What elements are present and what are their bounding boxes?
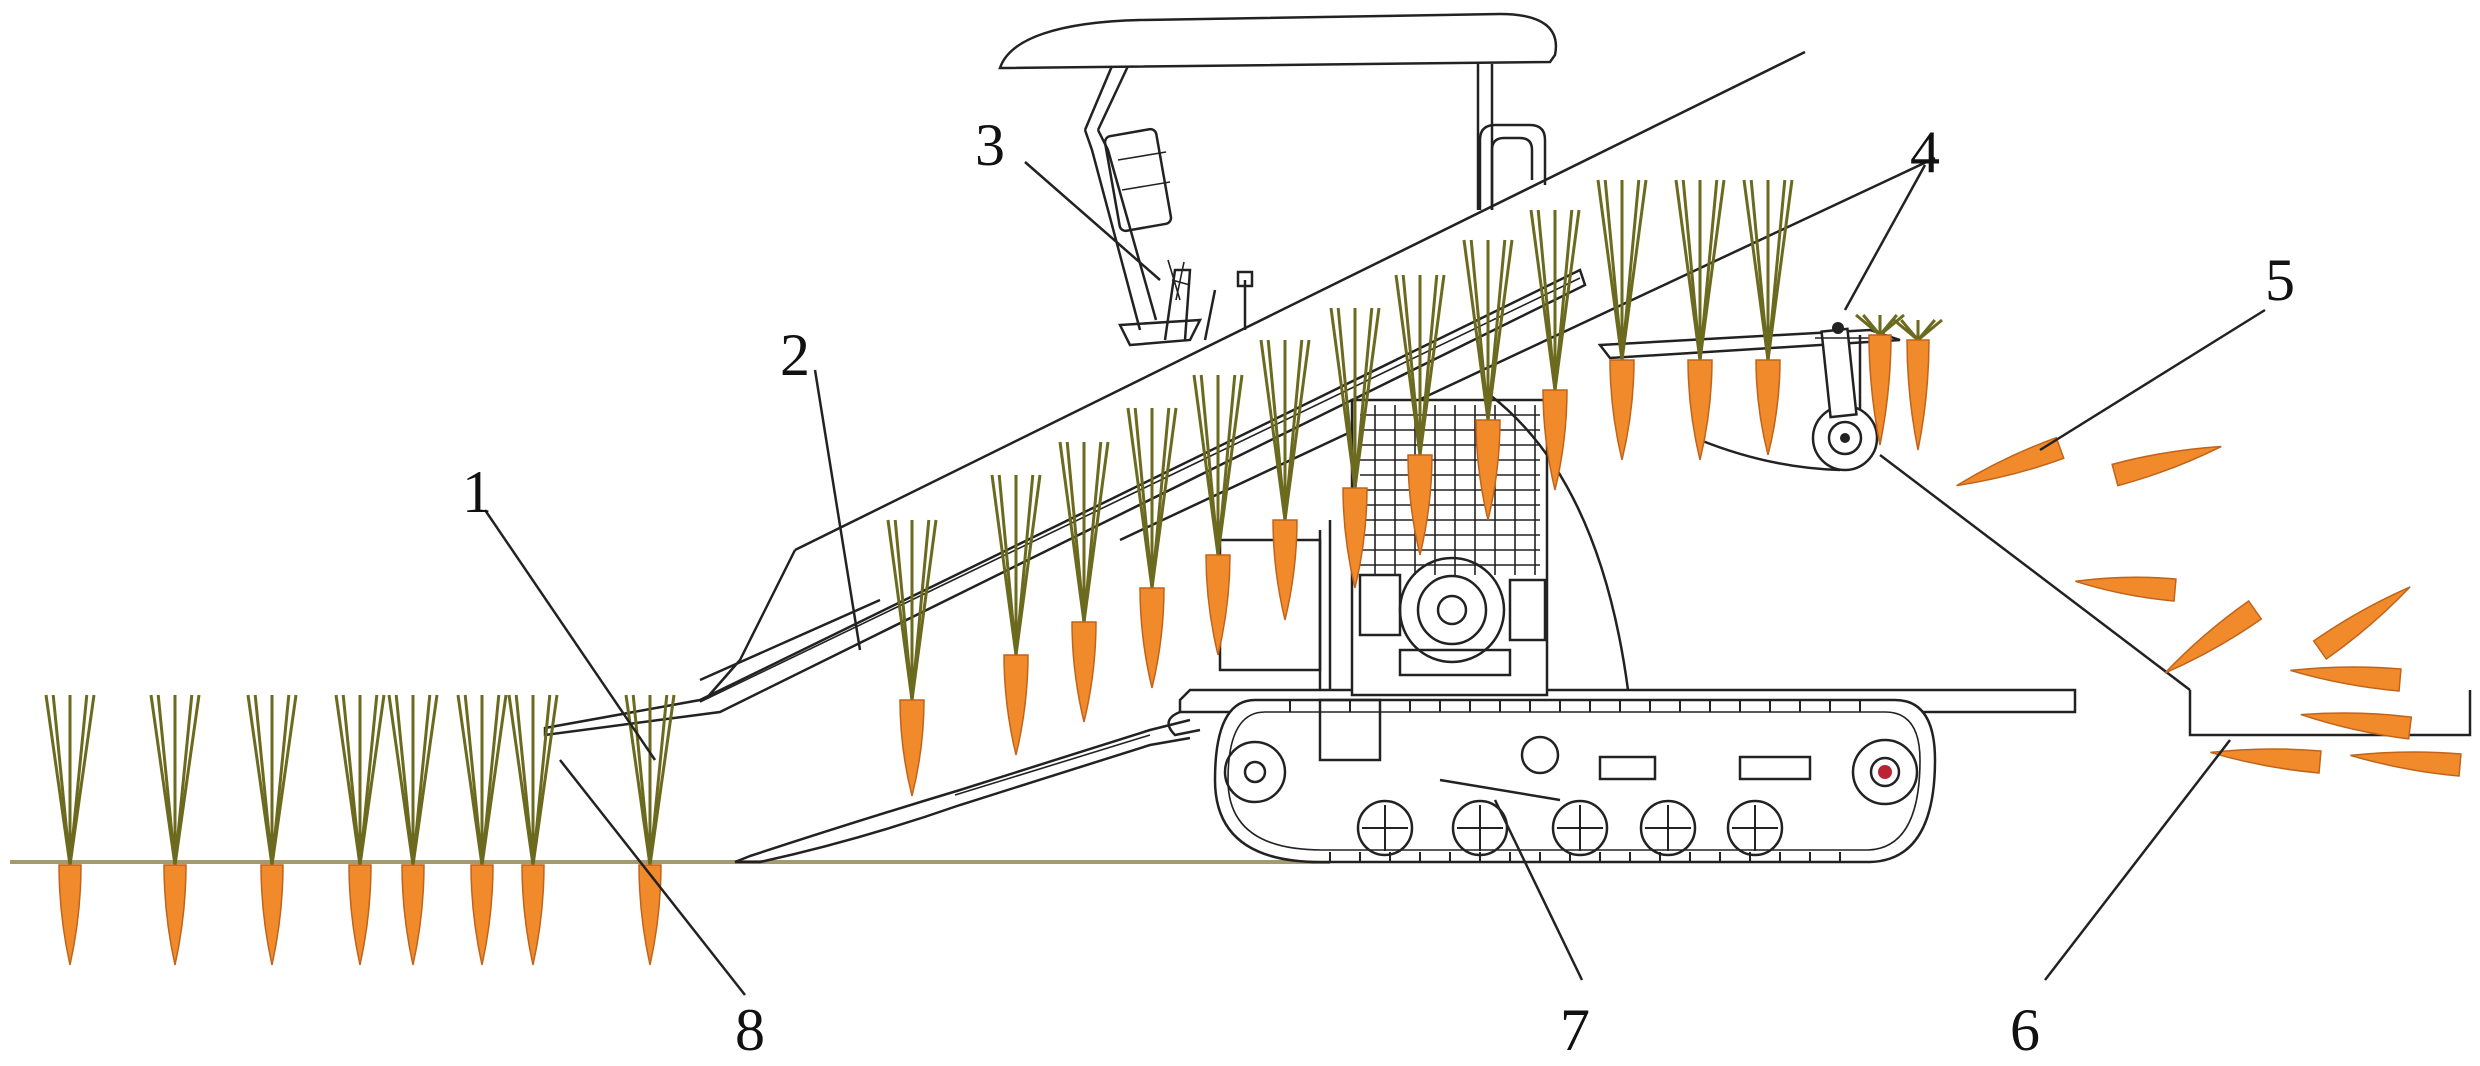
callout-leaders [483, 161, 2266, 996]
carrot [246, 694, 298, 966]
carrot [1259, 339, 1311, 621]
carrot [1192, 374, 1244, 656]
carrot [456, 694, 508, 966]
carrot [44, 694, 96, 966]
callout-2: 2 [780, 322, 810, 388]
carrot [1956, 436, 2065, 487]
carrot [1394, 274, 1446, 556]
callout-labels: 1 2 3 4 5 6 7 8 [462, 112, 2295, 1063]
carrot [1893, 318, 1943, 451]
digging-shovel [734, 718, 1191, 864]
carrot [2312, 586, 2411, 661]
carrot [507, 694, 559, 966]
canopy [998, 12, 1558, 210]
engine-block [1218, 394, 1630, 697]
carrot [2164, 599, 2263, 674]
rear-beam [1597, 328, 2472, 737]
exhaust-pipe [1478, 123, 1547, 210]
carrot [1742, 179, 1794, 456]
carrot [387, 694, 439, 966]
callout-6: 6 [2010, 997, 2040, 1063]
carrot [990, 474, 1042, 756]
top-cutting-roller [1811, 322, 1879, 472]
carrots-on-conveyor [886, 179, 1943, 797]
callout-8: 8 [735, 997, 765, 1063]
carrot [1855, 313, 1905, 446]
carrot [624, 694, 676, 966]
carrot [334, 694, 386, 966]
carrot [2075, 576, 2177, 602]
carrot [1329, 307, 1381, 589]
callout-1: 1 [462, 459, 492, 525]
carrot [886, 519, 938, 797]
carrot [1462, 239, 1514, 521]
carrot [2300, 712, 2413, 740]
carrot [2350, 751, 2462, 777]
callout-7: 7 [1560, 997, 1590, 1063]
carrot [1529, 209, 1581, 491]
carrots-falling [1956, 436, 2462, 777]
operator-station [1083, 127, 1254, 347]
carrot [1058, 441, 1110, 723]
carrot [149, 694, 201, 966]
carrots-in-ground [44, 694, 676, 966]
carrot [1596, 179, 1648, 461]
callout-4: 4 [1910, 119, 1940, 185]
carrot [1674, 179, 1726, 461]
carrot [1126, 407, 1178, 689]
front-arm [1167, 688, 2077, 737]
callout-3: 3 [975, 112, 1005, 178]
crawler-track [1213, 698, 1937, 864]
carrot [2290, 666, 2402, 692]
carrot [2210, 748, 2322, 774]
callout-5: 5 [2265, 247, 2295, 313]
carrot [2111, 445, 2222, 487]
